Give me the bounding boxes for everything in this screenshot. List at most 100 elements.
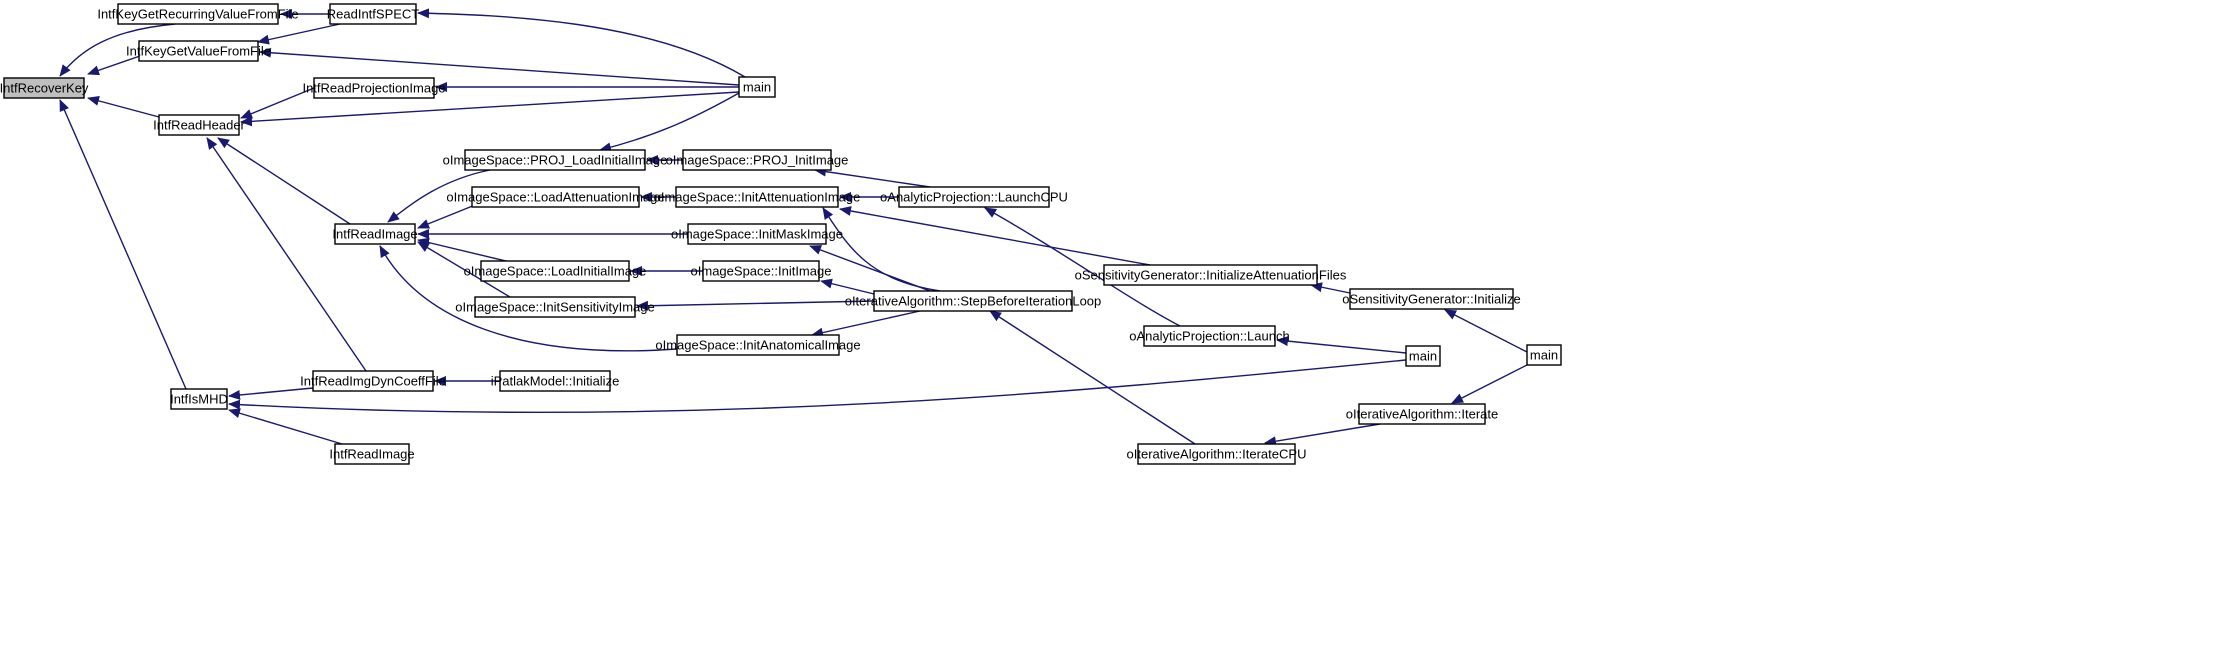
node-label: IntfReadImgDynCoeffFile bbox=[300, 374, 446, 389]
node-n16[interactable]: oImageSpace::InitImage bbox=[691, 260, 832, 282]
node-label: oImageSpace::InitImage bbox=[691, 264, 832, 279]
node-n12[interactable]: oAnalyticProjection::LaunchCPU bbox=[880, 186, 1068, 208]
node-n6[interactable]: IntfReadProjectionImage bbox=[302, 77, 446, 99]
node-box bbox=[329, 3, 417, 25]
node-label: oImageSpace::InitAnatomicalImage bbox=[655, 338, 860, 353]
node-label: oIterativeAlgorithm::IterateCPU bbox=[1127, 447, 1307, 462]
node-n3[interactable]: ReadIntfSPECT bbox=[327, 3, 420, 25]
edge-n21-to-n12 bbox=[984, 207, 1181, 327]
node-n18[interactable]: oIterativeAlgorithm::StepBeforeIteration… bbox=[845, 290, 1102, 312]
edges-layer bbox=[59, 8, 1528, 447]
node-label: IntfIsMHD bbox=[170, 392, 228, 407]
node-n7[interactable]: IntfReadHeader bbox=[153, 114, 246, 136]
node-n8[interactable]: oImageSpace::PROJ_LoadInitialImage bbox=[443, 149, 668, 171]
node-box bbox=[334, 443, 410, 465]
node-n1[interactable]: IntfRecoverKey bbox=[0, 77, 89, 99]
edge-n24-to-n20 bbox=[1444, 309, 1528, 353]
node-box bbox=[170, 388, 228, 410]
node-label: IntfRecoverKey bbox=[0, 81, 89, 96]
node-n14[interactable]: oImageSpace::InitMaskImage bbox=[671, 223, 843, 245]
edge-n23-to-n21 bbox=[1276, 336, 1407, 354]
edge-n15-to-n13 bbox=[417, 237, 511, 263]
node-label: oSensitivityGenerator::Initialize bbox=[1342, 292, 1520, 307]
node-box bbox=[1143, 325, 1276, 347]
edge-n18-to-n19 bbox=[636, 300, 875, 311]
node-n24[interactable]: main bbox=[1526, 344, 1562, 366]
node-label: IntfKeyGetRecurringValueFromFile bbox=[97, 7, 298, 22]
node-box bbox=[471, 186, 640, 208]
node-n4[interactable]: IntfKeyGetValueFromFile bbox=[126, 40, 271, 62]
edge-n30-to-n18 bbox=[989, 310, 1196, 445]
edge-n5-to-n7 bbox=[240, 91, 740, 127]
edge-n19-to-n13 bbox=[417, 241, 511, 298]
node-n23[interactable]: main bbox=[1405, 345, 1441, 367]
node-label: IntfKeyGetValueFromFile bbox=[126, 44, 271, 59]
edge-n23-to-n27 bbox=[228, 359, 1407, 414]
node-n25[interactable]: IntfReadImgDynCoeffFile bbox=[300, 370, 446, 392]
edge-n25-to-n7 bbox=[206, 137, 367, 372]
node-box bbox=[3, 77, 85, 99]
node-box bbox=[1526, 344, 1562, 366]
node-n28[interactable]: oIterativeAlgorithm::Iterate bbox=[1346, 403, 1498, 425]
node-label: oIterativeAlgorithm::Iterate bbox=[1346, 407, 1498, 422]
edge-n18-to-n11 bbox=[822, 207, 941, 292]
node-n9[interactable]: oImageSpace::PROJ_InitImage bbox=[666, 149, 849, 171]
node-n30[interactable]: oIterativeAlgorithm::IterateCPU bbox=[1127, 443, 1307, 465]
node-n26[interactable]: iPatlakModel::Initialize bbox=[491, 370, 620, 392]
edge-n2-to-n1 bbox=[59, 23, 176, 77]
node-box bbox=[464, 149, 646, 171]
node-label: oAnalyticProjection::LaunchCPU bbox=[880, 190, 1068, 205]
node-box bbox=[1103, 264, 1318, 286]
node-box bbox=[499, 370, 611, 392]
node-label: oImageSpace::PROJ_LoadInitialImage bbox=[443, 153, 668, 168]
node-n21[interactable]: oAnalyticProjection::Launch bbox=[1129, 325, 1290, 347]
edge-n8-to-n13 bbox=[387, 169, 491, 223]
edge-n20-to-n17 bbox=[1310, 282, 1351, 294]
node-box bbox=[313, 77, 435, 99]
node-n22[interactable]: oImageSpace::InitAnatomicalImage bbox=[655, 334, 861, 356]
edge-n18-to-n22 bbox=[811, 310, 921, 338]
node-box bbox=[898, 186, 1050, 208]
node-label: oImageSpace::LoadInitialImage bbox=[464, 264, 647, 279]
node-label: IntfReadImage bbox=[329, 447, 414, 462]
node-n20[interactable]: oSensitivityGenerator::Initialize bbox=[1342, 288, 1521, 310]
node-box bbox=[480, 260, 630, 282]
node-n13[interactable]: IntfReadImage bbox=[332, 223, 418, 245]
node-n11[interactable]: oImageSpace::InitAttenuationImage bbox=[654, 186, 861, 208]
node-label: oImageSpace::InitMaskImage bbox=[671, 227, 843, 242]
edge-n5-to-n8 bbox=[599, 92, 740, 153]
node-label: IntfReadProjectionImage bbox=[302, 81, 445, 96]
node-n5[interactable]: main bbox=[738, 76, 776, 98]
edge-n24-to-n28 bbox=[1451, 364, 1528, 404]
node-box bbox=[675, 186, 839, 208]
edge-n5-to-n3 bbox=[417, 8, 746, 78]
node-box bbox=[158, 114, 240, 136]
node-label: oImageSpace::PROJ_InitImage bbox=[666, 153, 849, 168]
node-n2[interactable]: IntfKeyGetRecurringValueFromFile bbox=[97, 3, 299, 25]
edge-n22-to-n13 bbox=[379, 245, 678, 352]
node-label: main bbox=[1530, 348, 1558, 363]
node-label: ReadIntfSPECT bbox=[327, 7, 420, 22]
node-box bbox=[687, 223, 827, 245]
node-n29[interactable]: IntfReadImage bbox=[329, 443, 415, 465]
node-label: main bbox=[743, 80, 771, 95]
edge-n4-to-n1 bbox=[87, 55, 141, 76]
node-n10[interactable]: oImageSpace::LoadAttenuationImage bbox=[446, 186, 665, 208]
node-label: oSensitivityGenerator::InitializeAttenua… bbox=[1075, 268, 1347, 283]
node-n15[interactable]: oImageSpace::LoadInitialImage bbox=[464, 260, 647, 282]
node-label: oAnalyticProjection::Launch bbox=[1129, 329, 1289, 344]
node-box bbox=[474, 296, 636, 318]
node-label: oImageSpace::LoadAttenuationImage bbox=[446, 190, 664, 205]
node-box bbox=[1358, 403, 1486, 425]
node-label: iPatlakModel::Initialize bbox=[491, 374, 620, 389]
node-box bbox=[676, 334, 840, 356]
node-n27[interactable]: IntfIsMHD bbox=[170, 388, 228, 410]
node-n17[interactable]: oSensitivityGenerator::InitializeAttenua… bbox=[1075, 264, 1347, 286]
edge-n28-to-n30 bbox=[1264, 423, 1381, 447]
edge-n6-to-n7 bbox=[240, 87, 315, 119]
node-n19[interactable]: oImageSpace::InitSensitivityImage bbox=[455, 296, 655, 318]
nodes-layer: IntfRecoverKey IntfKeyGetRecurringValueFr… bbox=[0, 3, 1562, 465]
node-box bbox=[873, 290, 1073, 312]
node-label: main bbox=[1409, 349, 1437, 364]
edge-n12-to-n9 bbox=[814, 166, 931, 188]
